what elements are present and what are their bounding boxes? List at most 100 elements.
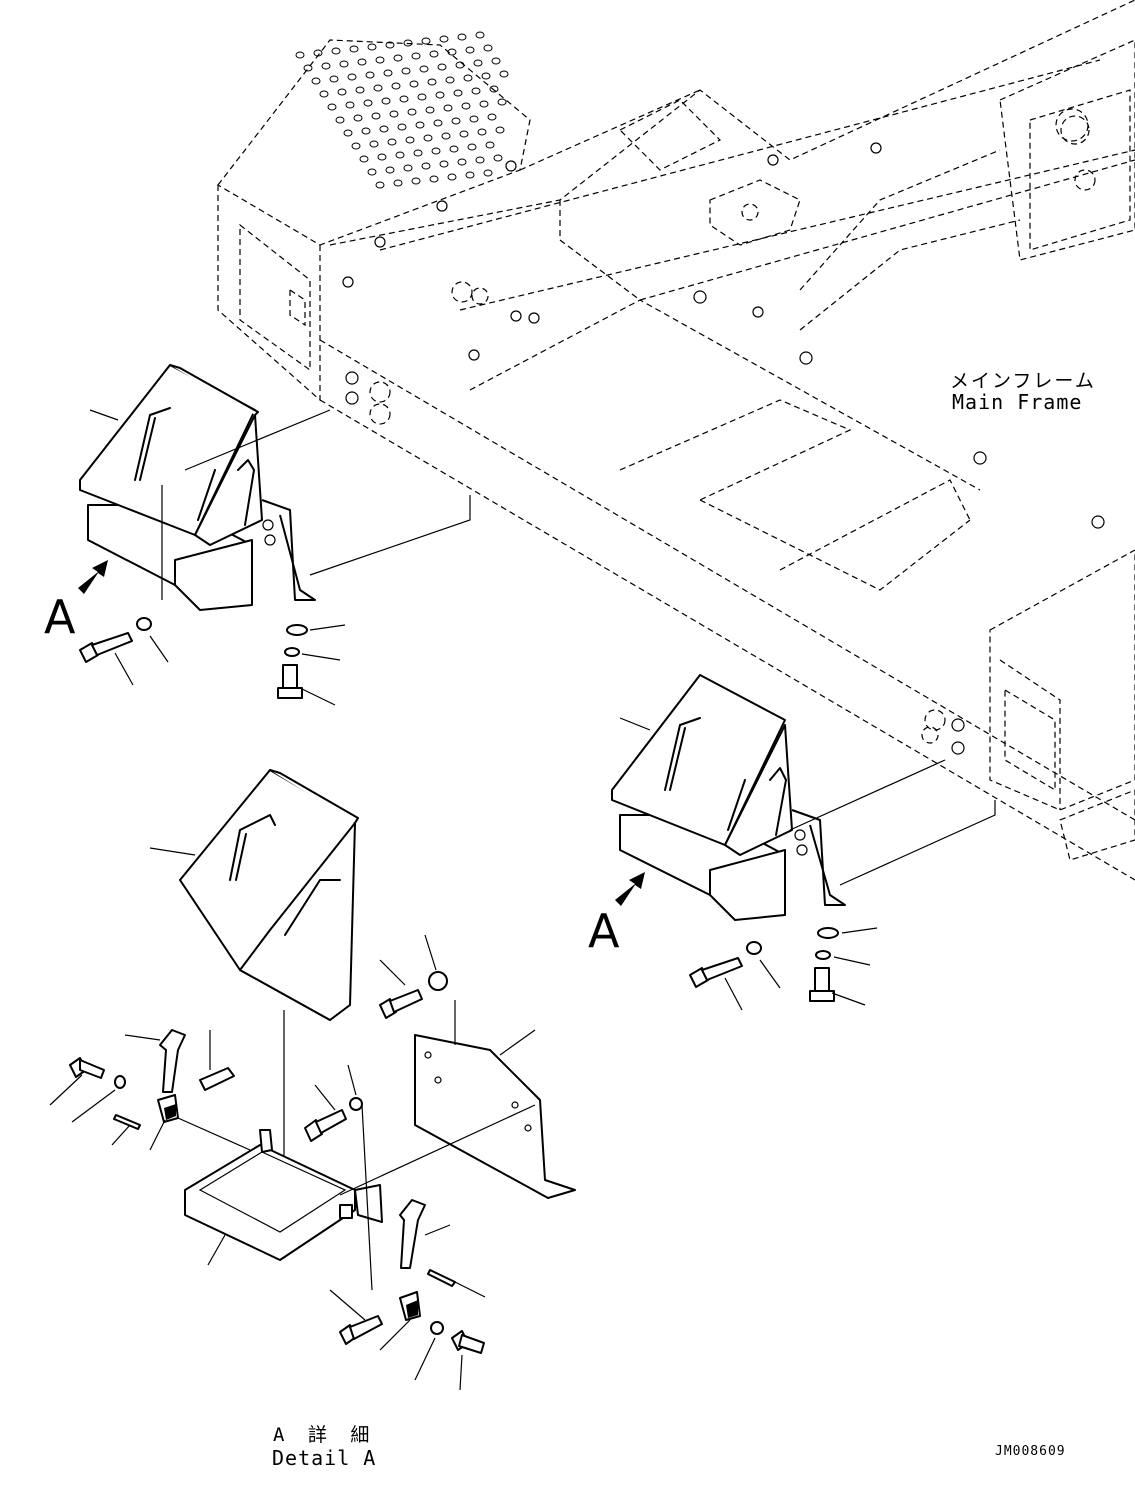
main-frame-label-en: Main Frame (952, 390, 1083, 414)
perforation-hole (421, 162, 431, 170)
perforation-hole (411, 177, 421, 185)
perforation-hole (483, 44, 493, 52)
perforation-hole (431, 147, 441, 155)
perforation-hole (321, 62, 331, 70)
perforation-hole (455, 61, 465, 69)
perforation-hole (465, 46, 475, 54)
perforation-hole (361, 127, 371, 135)
perforation-hole (385, 41, 395, 49)
perforation-hole (419, 65, 429, 73)
perforation-hole (411, 52, 421, 60)
perforation-hole (331, 47, 341, 55)
perforation-hole (373, 84, 383, 92)
perforation-hole (319, 90, 329, 98)
perforation-hole (339, 60, 349, 68)
main-frame-label-ja: メインフレーム (950, 370, 1096, 392)
perforation-hole (347, 73, 357, 81)
perforation-hole (375, 181, 385, 189)
perforation-hole (367, 43, 377, 51)
perforation-hole (369, 140, 379, 148)
perforation-hole (327, 103, 337, 111)
perforation-hole (385, 166, 395, 174)
view-a-label-left: A (44, 590, 76, 644)
perforation-hole (429, 50, 439, 58)
perforation-hole (457, 33, 467, 41)
perforation-hole (439, 160, 449, 168)
perforation-hole (337, 88, 347, 96)
perforation-hole (417, 93, 427, 101)
perforation-hole (403, 164, 413, 172)
perforation-hole (365, 71, 375, 79)
perforation-hole (383, 69, 393, 77)
perforation-hole (355, 86, 365, 94)
perforation-hole (475, 31, 485, 39)
perforation-hole (463, 74, 473, 82)
perforation-hole (403, 39, 413, 47)
perforation-hole (445, 76, 455, 84)
perforation-hole (491, 57, 501, 65)
perforation-hole (475, 156, 485, 164)
perforation-hole (329, 75, 339, 83)
perforation-hole (399, 95, 409, 103)
perforation-hole (409, 80, 419, 88)
perforation-hole (387, 138, 397, 146)
detail-a-exploded (49, 769, 576, 1391)
toolbox-assembly-left (78, 364, 471, 706)
perforation-hole (469, 115, 479, 123)
toolbox-assembly-right (611, 674, 996, 1011)
perforation-hole (473, 59, 483, 67)
perforation-hole (447, 48, 457, 56)
main-frame (217, 0, 1135, 881)
perforation-hole (461, 102, 471, 110)
perforation-hole (421, 37, 431, 45)
perforation-hole (395, 151, 405, 159)
perforation-hole (379, 125, 389, 133)
perforation-hole (443, 104, 453, 112)
perforation-hole (343, 129, 353, 137)
perforation-hole (497, 98, 507, 106)
perforation-hole (367, 168, 377, 176)
perforation-hole (427, 78, 437, 86)
perforation-hole (493, 154, 503, 162)
perforation-hole (499, 70, 509, 78)
perforation-hole (415, 121, 425, 129)
perforation-hole (295, 51, 305, 59)
perforation-hole (349, 45, 359, 53)
perforation-hole (495, 126, 505, 134)
perforation-hole (465, 171, 475, 179)
perforation-hole (351, 142, 361, 150)
perforation-hole (401, 67, 411, 75)
perforation-hole (345, 101, 355, 109)
perforation-hole (359, 155, 369, 163)
perforation-hole (357, 58, 367, 66)
detail-label-en: Detail A (272, 1446, 377, 1470)
perforation-hole (433, 119, 443, 127)
perforation-hole (485, 141, 495, 149)
perforation-hole (439, 35, 449, 43)
perforation-hole (487, 113, 497, 121)
perforation-hole (435, 91, 445, 99)
perforation-hole (393, 54, 403, 62)
perforation-hole (451, 117, 461, 125)
perforation-pattern (295, 31, 509, 189)
perforation-hole (391, 82, 401, 90)
drawing-number: JM008609 (995, 1444, 1066, 1459)
perforation-hole (479, 100, 489, 108)
perforation-hole (377, 153, 387, 161)
perforation-hole (481, 72, 491, 80)
perforation-hole (441, 132, 451, 140)
perforation-hole (437, 63, 447, 71)
perforation-hole (471, 87, 481, 95)
perforation-hole (477, 128, 487, 136)
perforation-hole (397, 123, 407, 131)
perforation-hole (453, 89, 463, 97)
perforation-hole (483, 169, 493, 177)
perforation-hole (429, 175, 439, 183)
perforation-hole (311, 77, 321, 85)
perforation-hole (335, 116, 345, 124)
perforation-hole (425, 106, 435, 114)
perforation-hole (371, 112, 381, 120)
perforation-hole (405, 136, 415, 144)
perforation-hole (313, 49, 323, 57)
